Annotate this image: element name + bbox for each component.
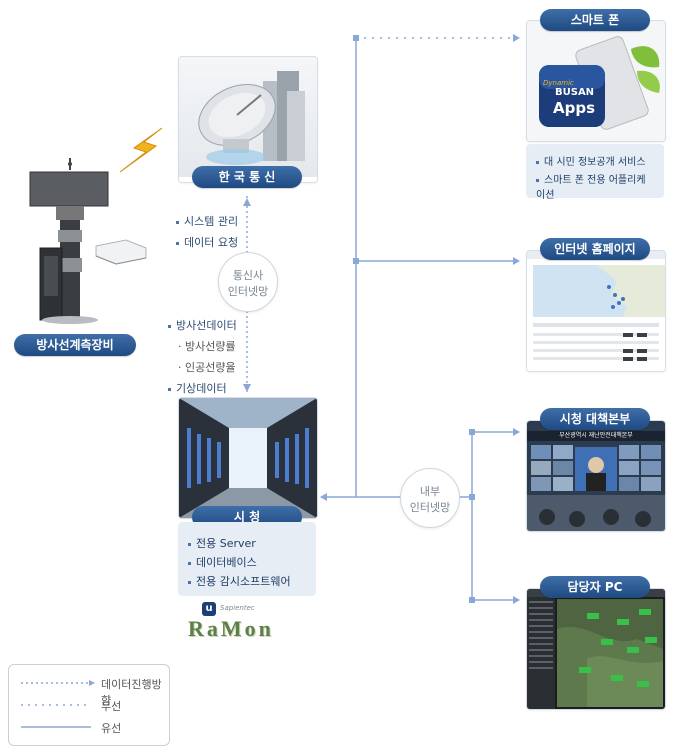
ramon-logo: u Sapientec RaMon [186, 598, 302, 644]
note-radiation-data: 방사선데이터 [176, 319, 237, 332]
logo-subtitle: Sapientec [220, 604, 255, 612]
homepage-screenshot [527, 251, 665, 371]
radiation-device-label: 방사선계측장비 [14, 334, 136, 356]
telecom-notes: 시스템 관리 데이터 요청 [176, 208, 238, 255]
logo-name: RaMon [188, 616, 274, 641]
legend: 데이터진행방향 무선 유선 [8, 664, 170, 746]
legend-wired: 유선 [101, 722, 122, 735]
note-weather-data: 기상데이터 [176, 382, 227, 395]
smartphone-label: 스마트 폰 [540, 9, 650, 31]
server-room-image [179, 398, 317, 518]
legend-wireless: 무선 [101, 700, 122, 713]
pc-card [526, 588, 666, 710]
note-dose-rate: 방사선량률 [185, 340, 236, 353]
smartphone-item-app: 스마트 폰 전용 어플리케이션 [536, 175, 646, 201]
pc-monitoring-screenshot [527, 589, 665, 709]
hq-video-wall-image [527, 421, 665, 531]
note-data-request: 데이터 요청 [184, 236, 239, 249]
satellite-dish-image [179, 57, 317, 177]
app-icon-text-bottom: Apps [553, 99, 596, 117]
telecom-network-circle: 통신사 인터넷망 [218, 252, 278, 312]
smartphone-item-public-info: 대 시민 정보공개 서비스 [544, 157, 646, 168]
hq-label: 시청 대책본부 [540, 408, 650, 430]
city-item-server: 전용 Server [196, 537, 256, 550]
smartphone-info: 대 시민 정보공개 서비스 스마트 폰 전용 어플리케이션 [526, 144, 664, 201]
note-system-management: 시스템 관리 [184, 215, 239, 228]
telecom-label: 한 국 통 신 [192, 166, 302, 188]
telecom-net-line2: 인터넷망 [227, 285, 269, 298]
data-notes: 방사선데이터 · 방사선량률 · 인공선량율 기상데이터 [168, 312, 237, 401]
internal-net-line1: 내부 [419, 485, 441, 498]
homepage-label: 인터넷 홈페이지 [540, 238, 650, 260]
smartphone-image [527, 21, 665, 141]
lightning-icon [119, 127, 163, 173]
internal-net-line2: 인터넷망 [409, 501, 451, 514]
smartphone-card: Dynamic BUSAN Apps [526, 20, 666, 142]
app-icon-text-mid: BUSAN [555, 87, 595, 98]
legend-data-direction: 데이터진행방향 [101, 678, 162, 707]
note-artificial-dose: 인공선량율 [185, 361, 236, 374]
hq-card: 부산광역시 재난안전대책본부 [526, 420, 666, 532]
city-card [178, 397, 318, 519]
logo-u-badge: u [202, 602, 216, 616]
homepage-card: 실시간 환경방사선현황 [526, 250, 666, 372]
telecom-net-line1: 통신사 [232, 269, 264, 282]
telecom-card [178, 56, 318, 183]
radiation-device-illustration [26, 158, 156, 326]
internal-network-circle: 내부 인터넷망 [400, 468, 460, 528]
hq-banner-text: 부산광역시 재난안전대책본부 [559, 432, 633, 439]
city-item-software: 전용 감시소프트웨어 [196, 575, 291, 588]
city-info: 전용 Server 데이터베이스 전용 감시소프트웨어 [178, 522, 316, 596]
city-item-database: 데이터베이스 [196, 556, 257, 569]
app-icon-text-top: Dynamic [543, 79, 574, 87]
pc-label: 담당자 PC [540, 576, 650, 598]
